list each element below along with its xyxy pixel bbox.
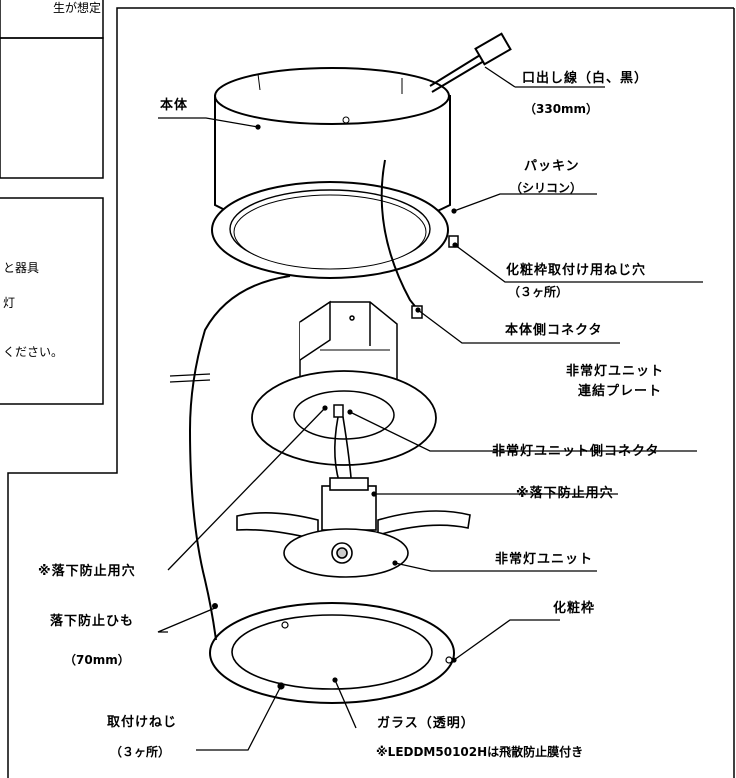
- label-unit-connector: 非常灯ユニット側コネクタ: [492, 444, 660, 459]
- label-body: 本体: [160, 98, 189, 113]
- label-trim-screw-count: （３ヶ所）: [508, 285, 569, 299]
- left-panel-fragment-3: ください。: [3, 345, 64, 359]
- connecting-plate: [251, 370, 437, 466]
- unit-connector-part: [333, 404, 344, 418]
- body-flange: [211, 181, 449, 279]
- label-fall-hole-right: ※落下防止用穴: [516, 486, 614, 501]
- label-glass: ガラス（透明）: [377, 716, 475, 731]
- left-panel-mid-box: [0, 37, 104, 179]
- left-panel-bottom-box: [0, 197, 104, 405]
- label-packing-material: （シリコン）: [510, 181, 583, 195]
- lead-wire-plug: [429, 32, 512, 93]
- label-mount-screw: 取付けねじ: [107, 715, 178, 730]
- label-emergency-unit: 非常灯ユニット: [495, 552, 594, 567]
- fall-cord: [188, 275, 291, 641]
- label-glass-note: ※LEDDM50102Hは飛散防止膜付き: [376, 745, 584, 759]
- label-trim-frame: 化粧枠: [553, 601, 596, 616]
- label-fall-hole-left: ※落下防止用穴: [38, 564, 136, 579]
- emergency-unit-part: [236, 477, 471, 578]
- label-lead-wire: 口出し線（白、黒）: [522, 71, 649, 86]
- bracket-part: [299, 300, 398, 391]
- label-plate-line1: 非常灯ユニット: [566, 364, 665, 379]
- label-packing: パッキン: [524, 159, 580, 174]
- diagram-frame: [7, 7, 734, 778]
- label-plate-line2: 連結プレート: [578, 384, 663, 399]
- label-fall-cord: 落下防止ひも: [50, 614, 135, 629]
- trim-frame-part: [209, 602, 455, 704]
- left-panel-fragment-2: 灯: [3, 296, 16, 310]
- left-panel-fragment-top: 生が想定: [53, 1, 102, 15]
- label-trim-screw-holes: 化粧枠取付け用ねじ穴: [506, 263, 647, 278]
- left-panel-fragment-1: と器具: [3, 261, 40, 275]
- label-body-connector: 本体側コネクタ: [505, 323, 603, 338]
- label-lead-wire-length: （330mm）: [524, 102, 599, 116]
- label-fall-cord-length: （70mm）: [64, 653, 130, 667]
- label-mount-screw-count: （３ヶ所）: [110, 745, 171, 759]
